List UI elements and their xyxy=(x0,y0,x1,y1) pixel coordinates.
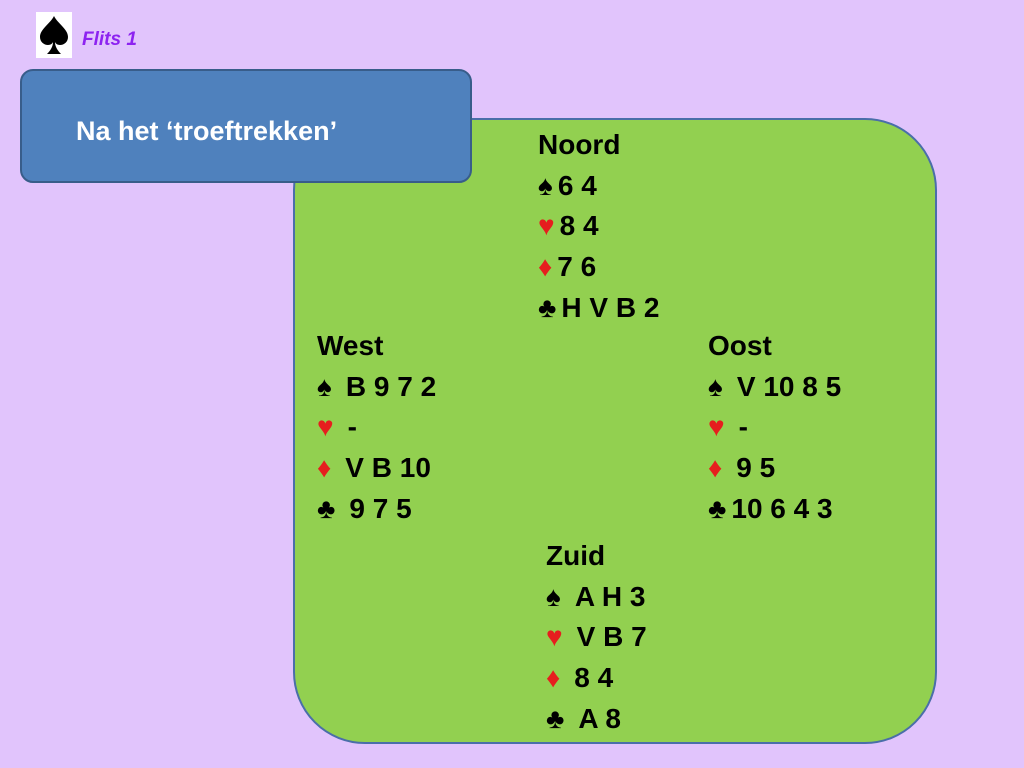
diamond-icon: ♦ xyxy=(546,662,561,694)
logo-text: Flits 1 xyxy=(82,29,137,50)
hand-east-diamonds: ♦ 9 5 xyxy=(708,448,841,489)
hand-north-label: Noord xyxy=(538,129,621,160)
diamond-icon: ♦ xyxy=(708,452,723,484)
club-icon: ♣ xyxy=(708,492,727,524)
hand-south: Zuid ♠ A H 3 ♥ V B 7 ♦ 8 4 ♣ A 8 xyxy=(546,536,647,739)
diamond-icon: ♦ xyxy=(317,452,332,484)
hand-west-clubs: ♣ 9 7 5 xyxy=(317,489,436,530)
hand-east-label: Oost xyxy=(708,330,772,361)
spade-icon: ♠ xyxy=(708,370,723,402)
heart-icon: ♥ xyxy=(708,411,725,443)
bridge-table xyxy=(293,118,937,744)
hand-east-spades: ♠ V 10 8 5 xyxy=(708,367,841,408)
hand-east-clubs-cards: 10 6 4 3 xyxy=(731,492,833,524)
hand-west-spades: ♠ B 9 7 2 xyxy=(317,367,436,408)
hand-east-clubs: ♣10 6 4 3 xyxy=(708,489,841,530)
hand-west-diamonds: ♦ V B 10 xyxy=(317,448,436,489)
hand-west-clubs-cards: 9 7 5 xyxy=(349,492,412,524)
hand-south-hearts: ♥ V B 7 xyxy=(546,617,647,658)
hand-east: Oost ♠ V 10 8 5 ♥- ♦ 9 5 ♣10 6 4 3 xyxy=(708,326,841,529)
diamond-icon: ♦ xyxy=(538,251,553,283)
spade-logo-icon xyxy=(36,12,72,58)
hand-north-clubs: ♣H V B 2 xyxy=(538,288,659,329)
hand-east-spades-cards: V 10 8 5 xyxy=(736,370,842,402)
hand-north-hearts: ♥8 4 xyxy=(538,206,659,247)
hand-west-spades-cards: B 9 7 2 xyxy=(345,370,437,402)
hand-east-diamonds-cards: 9 5 xyxy=(736,452,776,484)
hand-west-diamonds-cards: V B 10 xyxy=(345,452,431,484)
hand-south-spades: ♠ A H 3 xyxy=(546,577,647,618)
hand-south-label: Zuid xyxy=(546,540,606,571)
club-icon: ♣ xyxy=(317,492,336,524)
hand-south-clubs-cards: A 8 xyxy=(578,702,621,734)
spade-icon: ♠ xyxy=(317,370,332,402)
hand-south-clubs: ♣ A 8 xyxy=(546,699,647,740)
hand-north-clubs-cards: H V B 2 xyxy=(561,291,660,323)
hand-north-diamonds: ♦7 6 xyxy=(538,247,659,288)
hand-north: Noord ♠6 4 ♥8 4 ♦7 6 ♣H V B 2 xyxy=(538,125,659,328)
hand-west: West ♠ B 9 7 2 ♥- ♦ V B 10 ♣ 9 7 5 xyxy=(317,326,436,529)
hand-north-spades: ♠6 4 xyxy=(538,166,659,207)
heart-icon: ♥ xyxy=(538,210,555,242)
hand-east-hearts-cards: - xyxy=(738,411,748,443)
hand-north-diamonds-cards: 7 6 xyxy=(557,251,597,283)
title-box: Na het ‘troeftrekken’ xyxy=(20,69,472,183)
hand-south-spades-cards: A H 3 xyxy=(574,580,646,612)
hand-west-label: West xyxy=(317,330,384,361)
hand-south-diamonds-cards: 8 4 xyxy=(574,662,614,694)
hand-south-diamonds: ♦ 8 4 xyxy=(546,658,647,699)
club-icon: ♣ xyxy=(538,291,557,323)
spade-icon: ♠ xyxy=(546,580,561,612)
spade-icon: ♠ xyxy=(538,169,553,201)
hand-west-hearts-cards: - xyxy=(347,411,357,443)
hand-west-hearts: ♥- xyxy=(317,407,436,448)
heart-icon: ♥ xyxy=(546,621,563,653)
hand-south-hearts-cards: V B 7 xyxy=(576,621,647,653)
page-title: Na het ‘troeftrekken’ xyxy=(76,116,338,146)
club-icon: ♣ xyxy=(546,702,565,734)
hand-east-hearts: ♥- xyxy=(708,407,841,448)
heart-icon: ♥ xyxy=(317,411,334,443)
hand-north-hearts-cards: 8 4 xyxy=(559,210,599,242)
hand-north-spades-cards: 6 4 xyxy=(557,169,597,201)
